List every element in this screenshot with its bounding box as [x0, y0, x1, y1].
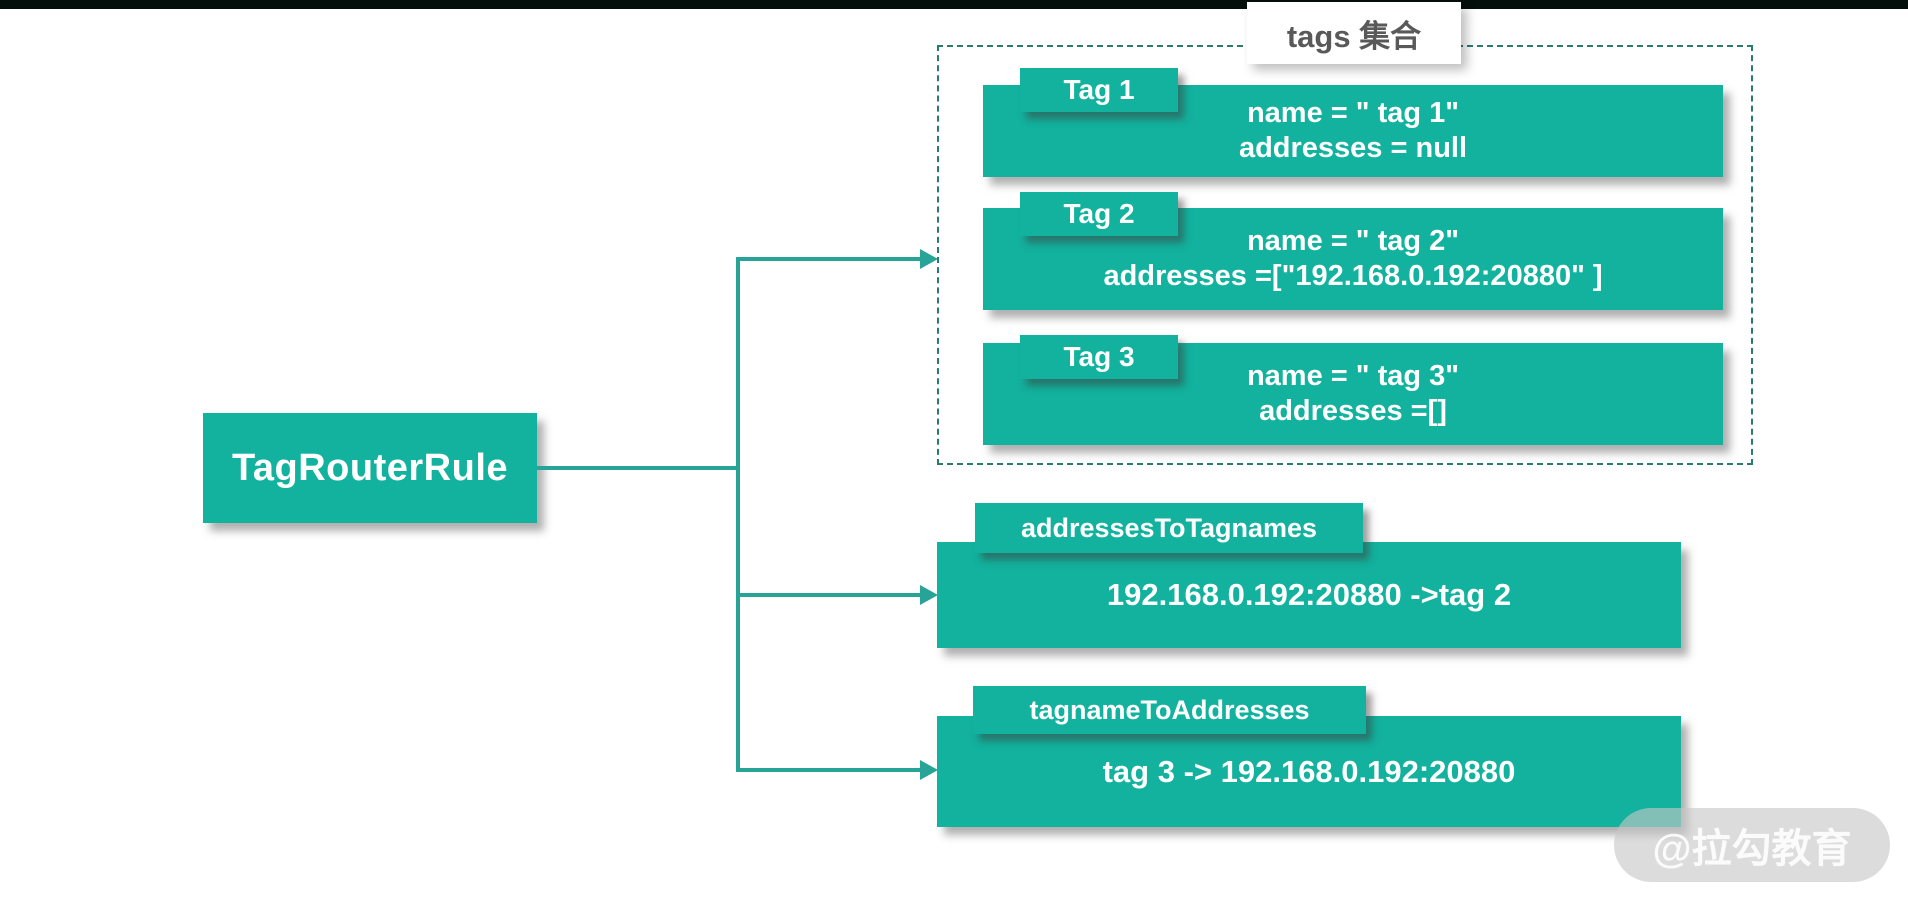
tag-router-rule-box: TagRouterRule: [203, 413, 537, 523]
addresses-to-tagnames-value: 192.168.0.192:20880 ->tag 2: [1106, 577, 1512, 612]
tagname-to-addresses-label: tagnameToAddresses: [1029, 694, 1310, 725]
watermark-badge: @拉勾教育: [1614, 808, 1890, 882]
tagname-to-addresses-label-tab: tagnameToAddresses: [973, 686, 1366, 734]
addresses-to-tagnames-label-tab: addressesToTagnames: [975, 503, 1363, 553]
connector-branch-tagname-map: [738, 768, 922, 772]
addresses-to-tagnames-label: addressesToTagnames: [1020, 512, 1318, 543]
tag2-name-line: name = " tag 2": [1246, 225, 1460, 257]
tags-group-title-label: tags 集合: [1286, 18, 1422, 54]
addresses-to-tagnames-box: 192.168.0.192:20880 ->tag 2: [937, 542, 1681, 648]
tag3-name-line: name = " tag 3": [1246, 360, 1460, 392]
tagname-to-addresses-value: tag 3 -> 192.168.0.192:20880: [1102, 753, 1516, 789]
tag1-addresses-line: addresses = null: [1238, 132, 1468, 164]
tag-router-rule-label: TagRouterRule: [231, 446, 509, 489]
tag1-box: name = " tag 1" addresses = null: [983, 85, 1723, 177]
tagname-to-addresses-box: tag 3 -> 192.168.0.192:20880: [937, 716, 1681, 827]
top-black-bar: [0, 0, 1908, 9]
tag2-label-tab: Tag 2: [1020, 192, 1178, 236]
connector-branch-addresses-map: [738, 593, 922, 597]
arrowhead-tags: [920, 249, 938, 269]
tag2-addresses-line: addresses =["192.168.0.192:20880" ]: [1103, 260, 1603, 292]
tags-group-title: tags 集合: [1247, 2, 1461, 64]
arrowhead-addresses-map: [920, 585, 938, 605]
tag3-label-tab: Tag 3: [1020, 335, 1178, 379]
watermark-text: @拉勾教育: [1652, 827, 1852, 871]
tag3-addresses-line: addresses =[]: [1259, 395, 1447, 427]
tag2-label: Tag 2: [1063, 198, 1135, 229]
arrowhead-tagname-map: [920, 760, 938, 780]
tag3-label: Tag 3: [1063, 341, 1135, 372]
connector-root-horizontal: [537, 466, 738, 470]
tag2-box: name = " tag 2" addresses =["192.168.0.1…: [983, 208, 1723, 310]
connector-trunk-vertical: [736, 257, 740, 772]
tag1-label: Tag 1: [1063, 74, 1135, 105]
connector-branch-tags: [738, 257, 922, 261]
tag1-label-tab: Tag 1: [1020, 68, 1178, 112]
tag1-name-line: name = " tag 1": [1246, 97, 1460, 129]
